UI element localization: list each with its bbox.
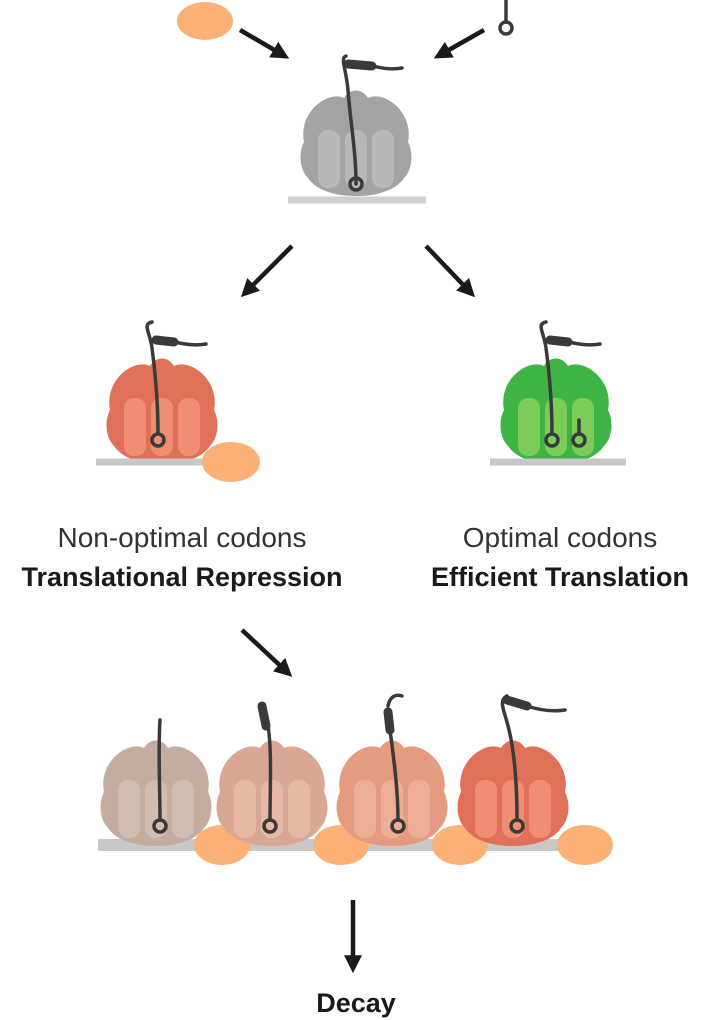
label-decay: Decay xyxy=(316,988,396,1018)
label-efficient-translation: Efficient Translation xyxy=(431,562,689,592)
ribosome-queue-3 xyxy=(336,693,448,846)
queue-factor-4 xyxy=(557,825,613,865)
label-optimal: Optimal codons xyxy=(463,522,658,553)
ribosome-green xyxy=(490,320,626,466)
ribosome-queue-1 xyxy=(100,718,212,846)
arrow-to-repression xyxy=(240,244,294,298)
ribosome-queue-2 xyxy=(216,701,328,846)
label-translational-repression: Translational Repression xyxy=(21,562,342,592)
arrow-factor-in xyxy=(238,28,290,59)
arrow-to-queue xyxy=(240,628,293,677)
repressive-factor xyxy=(202,442,260,482)
incoming-trna xyxy=(498,0,514,36)
ribosome-gray xyxy=(288,54,426,204)
label-non-optimal: Non-optimal codons xyxy=(57,522,306,553)
ribosome-red xyxy=(96,320,218,466)
arrow-to-efficient xyxy=(424,244,475,298)
arrow-trna-in xyxy=(433,28,486,59)
incoming-factor xyxy=(177,2,233,40)
ribosome-queue-4 xyxy=(457,694,569,846)
